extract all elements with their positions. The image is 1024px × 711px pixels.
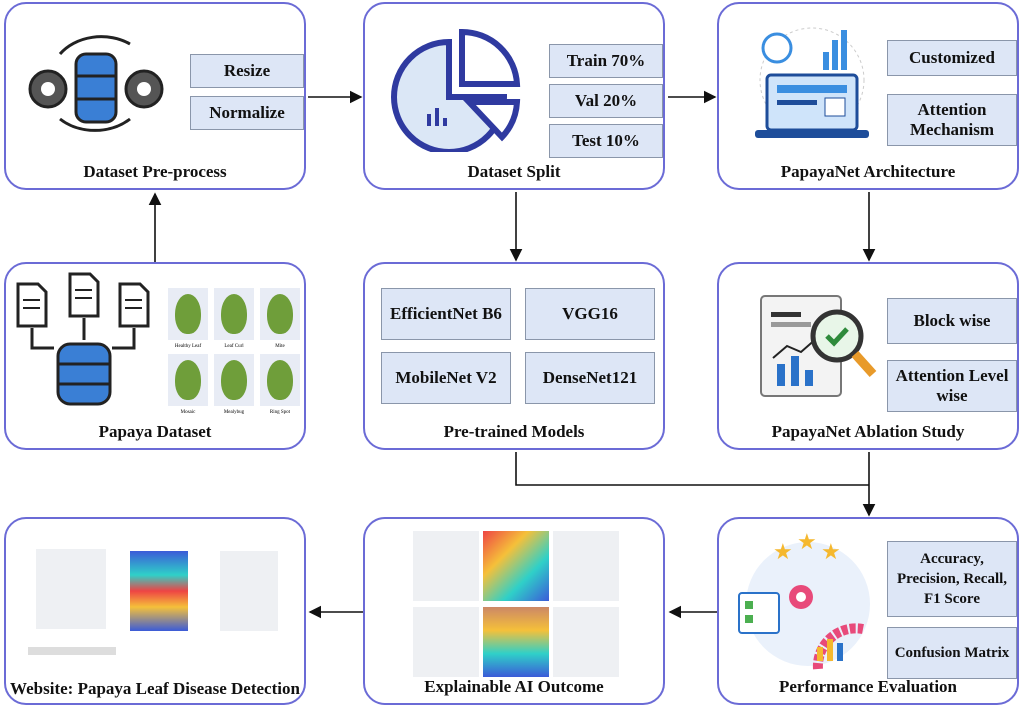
website-lime-image	[220, 551, 278, 631]
box-title: Explainable AI Outcome	[424, 677, 604, 696]
pill-normalize: Normalize	[190, 96, 304, 130]
xai-image	[553, 607, 619, 677]
rating-analytics-icon: ★★★	[738, 529, 870, 670]
pill-customized: Customized	[887, 40, 1017, 76]
leaf-sample: Leaf Curl	[214, 288, 254, 349]
pill-block-wise: Block wise	[887, 298, 1017, 344]
box-dataset-split: Train 70% Val 20% Test 10% Dataset Split	[363, 2, 665, 190]
website-heatmap-image	[130, 551, 188, 631]
database-gears-icon	[28, 35, 164, 132]
pill-attention-level-wise: Attention Level wise	[887, 360, 1017, 412]
box-title: PapayaNet Architecture	[780, 162, 956, 181]
leaf-sample: Mealybug	[214, 354, 254, 415]
pill-mobilenet-v2: MobileNet V2	[381, 352, 511, 404]
box-performance-evaluation: ★★★ Accuracy, Precision, Recall, F1 Scor…	[717, 517, 1019, 705]
box-title: Dataset Pre-process	[83, 162, 227, 181]
xai-gradcam-image	[483, 531, 549, 601]
pill-resize: Resize	[190, 54, 304, 88]
xai-image	[553, 531, 619, 601]
pill-confusion-matrix: Confusion Matrix	[887, 627, 1017, 679]
svg-text:★: ★	[797, 529, 817, 554]
pill-test: Test 10%	[549, 124, 663, 158]
pill-accuracy-precision-recall-f1: Accuracy, Precision, Recall, F1 Score	[887, 541, 1017, 617]
leaf-sample: Mite	[260, 288, 300, 349]
documents-database-icon	[16, 272, 150, 406]
report-magnifier-icon	[760, 295, 877, 397]
pill-val: Val 20%	[549, 84, 663, 118]
box-ablation-study: Block wise Attention Level wise PapayaNe…	[717, 262, 1019, 450]
pill-densenet121: DenseNet121	[525, 352, 655, 404]
box-title: Website: Papaya Leaf Disease Detection	[10, 679, 300, 698]
box-title: PapayaNet Ablation Study	[771, 422, 965, 441]
box-website: Website: Papaya Leaf Disease Detection	[4, 517, 306, 705]
box-papaya-dataset: Healthy Leaf Leaf Curl Mite Mosaic Mealy…	[4, 262, 306, 450]
leaf-sample: Ring Spot	[260, 354, 300, 415]
leaf-sample-grid: Healthy Leaf Leaf Curl Mite Mosaic Mealy…	[168, 288, 300, 415]
website-original-image	[36, 549, 106, 629]
arrow-pretrained-to-evaluation	[515, 452, 869, 486]
box-title: Performance Evaluation	[779, 677, 957, 696]
box-dataset-preprocess: Resize Normalize Dataset Pre-process	[4, 2, 306, 190]
box-title: Papaya Dataset	[98, 422, 212, 441]
box-papayanet-architecture: Customized Attention Mechanism PapayaNet…	[717, 2, 1019, 190]
box-title: Pre-trained Models	[443, 422, 585, 441]
box-pretrained-models: EfficientNet B6 VGG16 MobileNet V2 Dense…	[363, 262, 665, 450]
xai-gradcam-image	[483, 607, 549, 677]
website-submit-button[interactable]	[28, 647, 116, 655]
pill-vgg16: VGG16	[525, 288, 655, 340]
pie-chart-icon	[391, 28, 521, 152]
pill-attention-mechanism: Attention Mechanism	[887, 94, 1017, 146]
svg-text:★: ★	[773, 539, 793, 564]
pill-efficientnet-b6: EfficientNet B6	[381, 288, 511, 340]
leaf-sample: Healthy Leaf	[168, 288, 208, 349]
pill-train: Train 70%	[549, 44, 663, 78]
laptop-analytics-icon	[755, 27, 869, 138]
box-title: Dataset Split	[467, 162, 561, 181]
xai-image	[413, 607, 479, 677]
box-explainable-ai: Explainable AI Outcome	[363, 517, 665, 705]
leaf-sample: Mosaic	[168, 354, 208, 415]
svg-text:★: ★	[821, 539, 841, 564]
xai-image	[413, 531, 479, 601]
